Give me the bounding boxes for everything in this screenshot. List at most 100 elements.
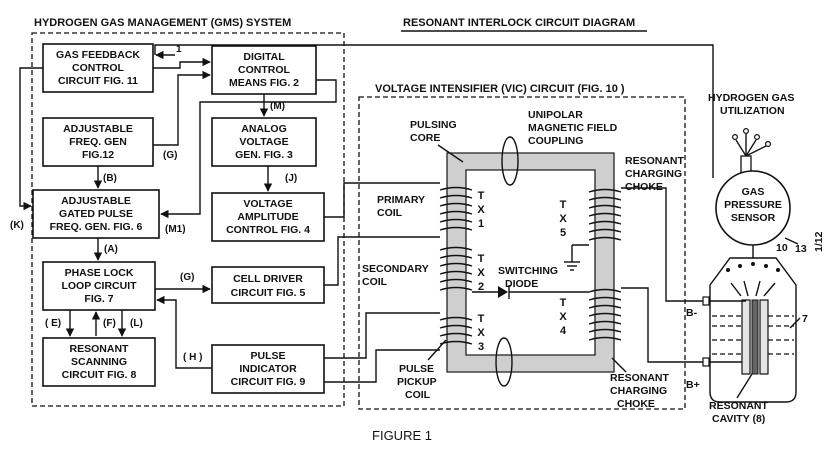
gms-title: HYDROGEN GAS MANAGEMENT (GMS) SYSTEM — [34, 17, 291, 29]
tx4-choke-coil — [588, 288, 622, 341]
pulse-pickup-line2: PICKUP — [397, 376, 437, 388]
tx5-num: 5 — [560, 227, 566, 239]
pulse-indicator-line2: INDICATOR — [239, 363, 297, 375]
voltage-amplitude-line3: CONTROL FIG. 4 — [226, 224, 310, 236]
unipolar-coupling-bottom — [495, 337, 513, 387]
gated-pulse-line3: FREQ. GEN. FIG. 6 — [50, 221, 143, 233]
analog-voltage-line1: ANALOG — [241, 123, 287, 135]
ric-title: RESONANT INTERLOCK CIRCUIT DIAGRAM — [403, 17, 635, 29]
signal-g-lower: (G) — [180, 272, 194, 283]
tx2-num: 2 — [478, 281, 484, 293]
voltage-amplitude-block: VOLTAGE AMPLITUDE CONTROL FIG. 4 — [211, 192, 325, 242]
signal-e: ( E) — [45, 318, 61, 329]
cell-driver-line1: CELL DRIVER — [233, 273, 303, 285]
digital-control-block: DIGITAL CONTROL MEANS FIG. 2 — [211, 45, 317, 95]
tx1-x: X — [477, 204, 485, 216]
tx4-x: X — [559, 311, 567, 323]
signal-a: (A) — [104, 244, 118, 255]
gms-connections — [19, 44, 714, 369]
gated-pulse-line2: GATED PULSE — [59, 208, 133, 220]
tx3-x: X — [477, 327, 485, 339]
vic-wiring — [324, 182, 706, 383]
voltage-amplitude-line2: AMPLITUDE — [237, 211, 298, 223]
resonant-cavity-line1: RESONANT — [709, 400, 769, 412]
ref-7: 7 — [802, 313, 808, 325]
ref-13: 13 — [795, 243, 807, 255]
switching-diode-line1: SWITCHING — [498, 265, 558, 277]
resonant-scanning-line2: SCANNING — [71, 356, 127, 368]
pulse-pickup-leader — [427, 339, 447, 361]
pulse-pickup-line3: COIL — [405, 389, 431, 401]
switching-diode-line2: DIODE — [505, 278, 538, 290]
hydrogen-util-line2: UTILIZATION — [720, 105, 785, 117]
signal-l: (L) — [130, 318, 143, 329]
sensor-line1: GAS — [742, 186, 765, 198]
gas-feedback-line2: CONTROL — [72, 62, 124, 74]
pulse-indicator-line3: CIRCUIT FIG. 9 — [231, 376, 306, 388]
pulse-indicator-line1: PULSE — [250, 350, 285, 362]
signal-j: (J) — [285, 173, 297, 184]
choke-bottom-line1: RESONANT — [610, 372, 670, 384]
gas-feedback-line3: CIRCUIT FIG. 11 — [58, 75, 138, 87]
gas-pressure-sensor: GAS PRESSURE SENSOR — [715, 170, 791, 246]
resonant-cavity-leader — [736, 373, 753, 399]
tx3-num: 3 — [478, 341, 484, 353]
tx4-num: 4 — [560, 325, 567, 337]
adjustable-freq-line2: FREQ. GEN — [69, 136, 127, 148]
tx1-t: T — [478, 190, 485, 202]
fuel-cell — [702, 245, 797, 403]
unipolar-line3: COUPLING — [528, 135, 583, 147]
gated-pulse-line1: ADJUSTABLE — [61, 195, 131, 207]
vic-frame — [358, 96, 686, 410]
resonant-cavity-line2: CAVITY (8) — [712, 413, 765, 425]
cell-driver-line2: CIRCUIT FIG. 5 — [231, 287, 306, 299]
choke-bottom-line2: CHARGING — [610, 385, 667, 397]
signal-h: ( H ) — [183, 352, 202, 363]
pulse-indicator-block: PULSE INDICATOR CIRCUIT FIG. 9 — [211, 344, 325, 394]
unipolar-coupling-top — [501, 136, 519, 186]
gas-feedback-block: GAS FEEDBACK CONTROL CIRCUIT FIG. 11 — [42, 43, 154, 93]
tx2-secondary-coil — [439, 246, 473, 291]
digital-control-line1: DIGITAL — [243, 51, 285, 63]
resonant-scanning-line1: RESONANT — [70, 343, 130, 355]
secondary-coil-line1: SECONDARY — [362, 263, 429, 275]
choke-bottom-leader — [611, 357, 627, 373]
sensor-line3: SENSOR — [731, 212, 776, 224]
signal-m: (M) — [270, 101, 285, 112]
gated-pulse-block: ADJUSTABLE GATED PULSE FREQ. GEN. FIG. 6 — [32, 189, 160, 239]
digital-control-line2: CONTROL — [238, 64, 290, 76]
vic-title: VOLTAGE INTENSIFIER (VIC) CIRCUIT (FIG. … — [375, 83, 625, 95]
hydrogen-util-line1: HYDROGEN GAS — [708, 92, 794, 104]
tx1-primary-coil — [439, 186, 473, 231]
choke-top-line3: CHOKE — [625, 181, 663, 193]
tx5-t: T — [560, 199, 567, 211]
analog-voltage-line3: GEN. FIG. 3 — [235, 149, 293, 161]
resonant-scanning-line3: CIRCUIT FIG. 8 — [62, 369, 137, 381]
adjustable-freq-line1: ADJUSTABLE — [63, 123, 133, 135]
ref-13-leader — [784, 237, 799, 245]
ref-1: 1 — [176, 44, 182, 55]
pulse-pickup-line1: PULSE — [399, 363, 434, 375]
analog-voltage-block: ANALOG VOLTAGE GEN. FIG. 3 — [211, 117, 317, 167]
phase-lock-line2: LOOP CIRCUIT — [61, 280, 137, 292]
choke-top-line1: RESONANT — [625, 155, 685, 167]
voltage-amplitude-line1: VOLTAGE — [243, 198, 292, 210]
tx2-x: X — [477, 267, 485, 279]
signal-g-upper: (G) — [163, 150, 177, 161]
tx1-num: 1 — [478, 218, 484, 230]
signal-f: (F) — [103, 318, 116, 329]
gas-feedback-line1: GAS FEEDBACK — [56, 49, 140, 61]
b-plus-label: B+ — [686, 379, 700, 391]
adjustable-freq-line3: FIG.12 — [82, 149, 114, 161]
ground-icon — [564, 244, 589, 271]
switching-diode-icon — [472, 285, 589, 299]
tx2-t: T — [478, 253, 485, 265]
ref-10: 10 — [776, 242, 788, 254]
cell-driver-block: CELL DRIVER CIRCUIT FIG. 5 — [211, 266, 325, 304]
tx3-t: T — [478, 313, 485, 325]
tx5-x: X — [559, 213, 567, 225]
digital-control-line3: MEANS FIG. 2 — [229, 77, 299, 89]
ref-7-leader — [789, 317, 801, 329]
pulsing-core-line2: CORE — [410, 132, 440, 144]
